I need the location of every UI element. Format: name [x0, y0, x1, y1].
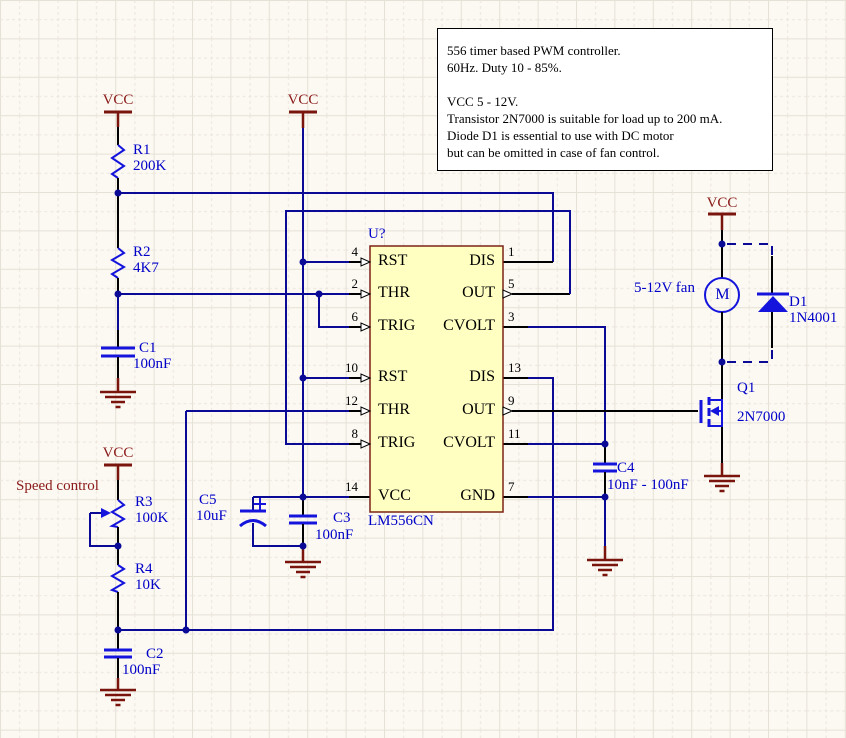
q1-value[interactable]: 2N7000: [737, 409, 786, 425]
capacitor-c5[interactable]: [239, 498, 267, 528]
c1-value[interactable]: 100nF: [133, 356, 172, 372]
note-line: VCC 5 - 12V.: [447, 94, 519, 109]
r1-ref[interactable]: R1: [133, 142, 151, 158]
pin-number-11: 11: [508, 426, 521, 441]
plus-sign: [254, 498, 266, 510]
ground-symbol-c1: [100, 390, 136, 409]
c1-ref[interactable]: C1: [139, 340, 157, 356]
resistor-r1: [110, 144, 126, 179]
r4-value[interactable]: 10K: [135, 577, 161, 593]
pin-number-13: 13: [508, 360, 521, 375]
branch-fan-motor[interactable]: [704, 212, 740, 399]
pin-number-12: 12: [345, 393, 358, 408]
resistor-r4: [109, 564, 126, 593]
pin-number-10: 10: [345, 360, 358, 375]
pin-name-out-a: OUT: [462, 284, 495, 301]
capacitor-c4[interactable]: [587, 444, 623, 577]
net-vcc-rail[interactable]: [289, 110, 361, 497]
pin-number-7: 7: [508, 479, 515, 494]
ic-designator[interactable]: U?: [368, 226, 386, 242]
ground-symbol-c4: [587, 558, 623, 577]
pin-name-trig-a: TRIG: [378, 317, 416, 334]
note-box[interactable]: 556 timer based PWM controller. 60Hz. Du…: [437, 28, 773, 171]
net-out5-trig8[interactable]: [285, 210, 571, 445]
ground-symbol-c2: [100, 688, 136, 707]
motor-letter: M: [715, 286, 730, 303]
r3-ref[interactable]: R3: [135, 494, 153, 510]
resistor-r2: [110, 247, 126, 279]
vcc-label-fan: VCC: [706, 195, 738, 211]
note-line: Diode D1 is essential to use with DC mot…: [447, 128, 674, 143]
pin-name-thr-b: THR: [378, 401, 410, 418]
capacitor-c2: [104, 648, 132, 659]
pin-number-3: 3: [508, 309, 515, 324]
q1-ref[interactable]: Q1: [737, 380, 756, 396]
note-line: [447, 76, 766, 93]
wiper-arrow: [101, 508, 111, 518]
capacitor-c1: [101, 346, 135, 358]
pin-name-cvolt-b: CVOLT: [443, 434, 495, 451]
d1-ref[interactable]: D1: [789, 294, 808, 310]
ic-lm556[interactable]: [369, 245, 504, 513]
pin-name-rst-a: RST: [378, 252, 408, 269]
diode-triangle: [758, 296, 788, 312]
pin-number-6: 6: [351, 309, 359, 324]
pin-number-5: 5: [508, 276, 515, 291]
pin-number-1: 1: [508, 244, 515, 259]
note-line: Transistor 2N7000 is suitable for load u…: [447, 111, 723, 126]
ic-part-number[interactable]: LM556CN: [368, 513, 434, 529]
pin-name-rst-b: RST: [378, 368, 408, 385]
r2-value[interactable]: 4K7: [133, 260, 159, 276]
c2-ref[interactable]: C2: [146, 646, 164, 662]
pin-name-gnd: GND: [460, 487, 495, 504]
pin-name-trig-b: TRIG: [378, 434, 416, 451]
r4-ref[interactable]: R4: [135, 561, 153, 577]
c4-value[interactable]: 10nF - 100nF: [607, 477, 689, 493]
pin-number-8: 8: [351, 426, 359, 441]
c4-ref[interactable]: C4: [617, 460, 635, 476]
c3-ref[interactable]: C3: [333, 510, 351, 526]
junction-dots: [114, 189, 726, 634]
pin-name-cvolt-a: CVOLT: [443, 317, 495, 334]
pin-name-thr-a: THR: [378, 284, 410, 301]
net-cvolt-c4[interactable]: [503, 326, 606, 445]
ground-symbol-c3: [285, 560, 321, 579]
pin-number-14: 14: [345, 479, 358, 494]
r1-value[interactable]: 200K: [133, 158, 167, 174]
mosfet-arrow: [710, 406, 719, 416]
diode-d1[interactable]: [727, 243, 789, 363]
c3-value[interactable]: 100nF: [315, 527, 354, 543]
pin-number-4: 4: [351, 244, 359, 259]
c2-value[interactable]: 100nF: [122, 662, 161, 678]
r2-ref[interactable]: R2: [133, 244, 151, 260]
pin-name-dis-b: DIS: [469, 368, 495, 385]
note-line: but can be omitted in case of fan contro…: [447, 145, 660, 160]
pin-number-9: 9: [508, 393, 515, 408]
pin-name-vcc: VCC: [378, 487, 411, 504]
r3-value[interactable]: 100K: [135, 510, 169, 526]
vcc-label-left: VCC: [102, 92, 134, 108]
c5-ref[interactable]: C5: [199, 492, 217, 508]
net-thr12-ramp[interactable]: [185, 410, 361, 630]
vcc-label-speed: VCC: [102, 445, 134, 461]
ground-symbol-q1: [704, 474, 740, 493]
note-line: 556 timer based PWM controller.: [447, 43, 621, 58]
net-thr2-trig6[interactable]: [118, 293, 361, 328]
note-line: 60Hz. Duty 10 - 85%.: [447, 60, 562, 75]
speed-control-label: Speed control: [16, 478, 99, 494]
pin-output-arrows: [502, 289, 514, 416]
pin-name-out-b: OUT: [462, 401, 495, 418]
vcc-label-mid: VCC: [287, 92, 319, 108]
net-dis13-ramp[interactable]: [118, 377, 554, 631]
fan-label: 5-12V fan: [634, 280, 695, 296]
c5-value[interactable]: 10uF: [196, 508, 227, 524]
mosfet-q1[interactable]: [699, 397, 740, 493]
net-r1r2-dis1[interactable]: [118, 192, 554, 263]
d1-value[interactable]: 1N4001: [789, 310, 838, 326]
pin-input-arrows: [360, 257, 372, 449]
pin-number-2: 2: [351, 276, 359, 291]
pin-name-dis-a: DIS: [469, 252, 495, 269]
potentiometer-r3: [109, 499, 126, 528]
